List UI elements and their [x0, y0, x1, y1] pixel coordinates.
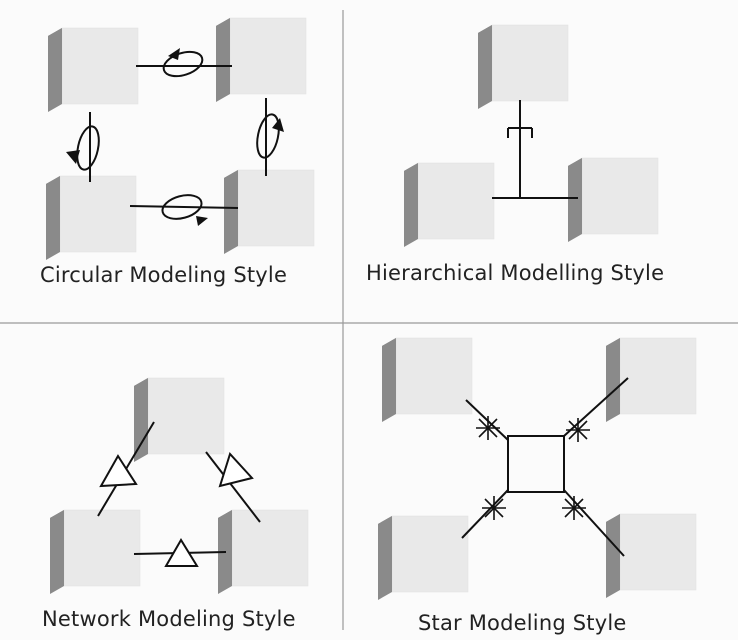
- circular-cube-bottom-left: [45, 175, 137, 261]
- circular-cube-top-right: [215, 17, 307, 103]
- circular-connectors: [76, 50, 280, 220]
- star-caption: Star Modeling Style: [418, 611, 627, 635]
- hierarchical-connectors: [492, 100, 578, 199]
- star-connectors: [461, 377, 629, 557]
- hierarchical-cube-top: [477, 24, 569, 110]
- star-cube-top-left: [381, 337, 473, 423]
- circular-cube-top-left: [47, 27, 139, 113]
- quadrant-dividers: [0, 10, 738, 630]
- circular-caption: Circular Modeling Style: [40, 263, 288, 287]
- star-style-diagram: [377, 337, 697, 601]
- network-style-diagram: [49, 377, 309, 595]
- star-asterisk-markers: [476, 416, 590, 520]
- hierarchical-cube-right: [567, 157, 659, 243]
- star-cube-bottom-right: [605, 513, 697, 599]
- hierarchical-cube-left: [403, 162, 495, 248]
- network-cube-right: [217, 509, 309, 595]
- star-cube-top-right: [605, 337, 697, 423]
- hierarchical-style-diagram: [403, 24, 659, 248]
- network-caption: Network Modeling Style: [42, 607, 296, 631]
- network-cube-top: [133, 377, 225, 463]
- hierarchical-caption: Hierarchical Modelling Style: [366, 261, 665, 285]
- circular-cube-bottom-right: [223, 169, 315, 255]
- network-triangle-markers: [99, 452, 254, 567]
- star-cube-bottom-left: [377, 515, 469, 601]
- star-center-box: [507, 435, 565, 493]
- circular-style-diagram: [45, 17, 315, 261]
- network-cube-left: [49, 509, 141, 595]
